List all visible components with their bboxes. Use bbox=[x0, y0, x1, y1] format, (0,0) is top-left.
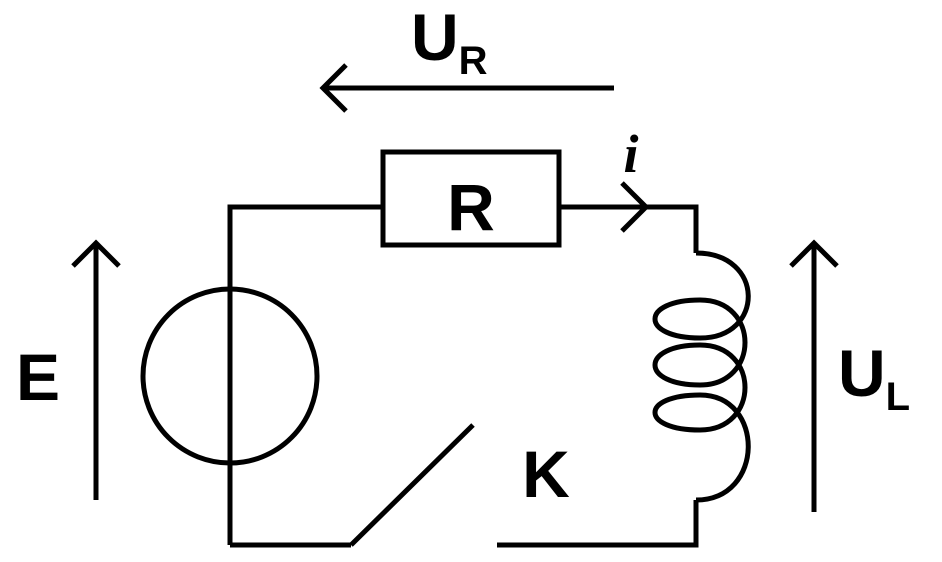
wire-top-right bbox=[559, 204, 699, 253]
resistor-voltage-arrow bbox=[319, 63, 614, 113]
arrow-left-icon bbox=[319, 63, 348, 113]
inductor-coil bbox=[652, 250, 751, 503]
inductor-voltage-label-main: U bbox=[838, 336, 886, 410]
voltage-source bbox=[140, 286, 320, 466]
inductor-voltage-arrow bbox=[789, 239, 839, 512]
switch-label: K bbox=[522, 437, 570, 511]
wire-bottom-right bbox=[497, 500, 699, 548]
arrow-up-icon bbox=[71, 239, 121, 268]
inductor-voltage-label-sub: L bbox=[886, 375, 910, 419]
source-emf-arrow bbox=[71, 239, 121, 500]
switch-blade bbox=[349, 423, 475, 547]
current-arrow-icon bbox=[620, 181, 650, 233]
source-label: E bbox=[16, 340, 60, 414]
arrow-up-icon bbox=[789, 239, 839, 268]
circuit-wiring bbox=[227, 204, 699, 548]
resistor bbox=[380, 149, 562, 248]
resistor-voltage-label-sub: R bbox=[459, 39, 488, 83]
resistor-voltage-label: UR bbox=[411, 0, 488, 83]
resistor-voltage-label-main: U bbox=[411, 0, 459, 74]
inductor-voltage-label: UL bbox=[838, 336, 910, 419]
wire-left bbox=[227, 204, 383, 545]
resistor-label: R bbox=[447, 170, 495, 244]
current-label: i bbox=[623, 124, 638, 184]
